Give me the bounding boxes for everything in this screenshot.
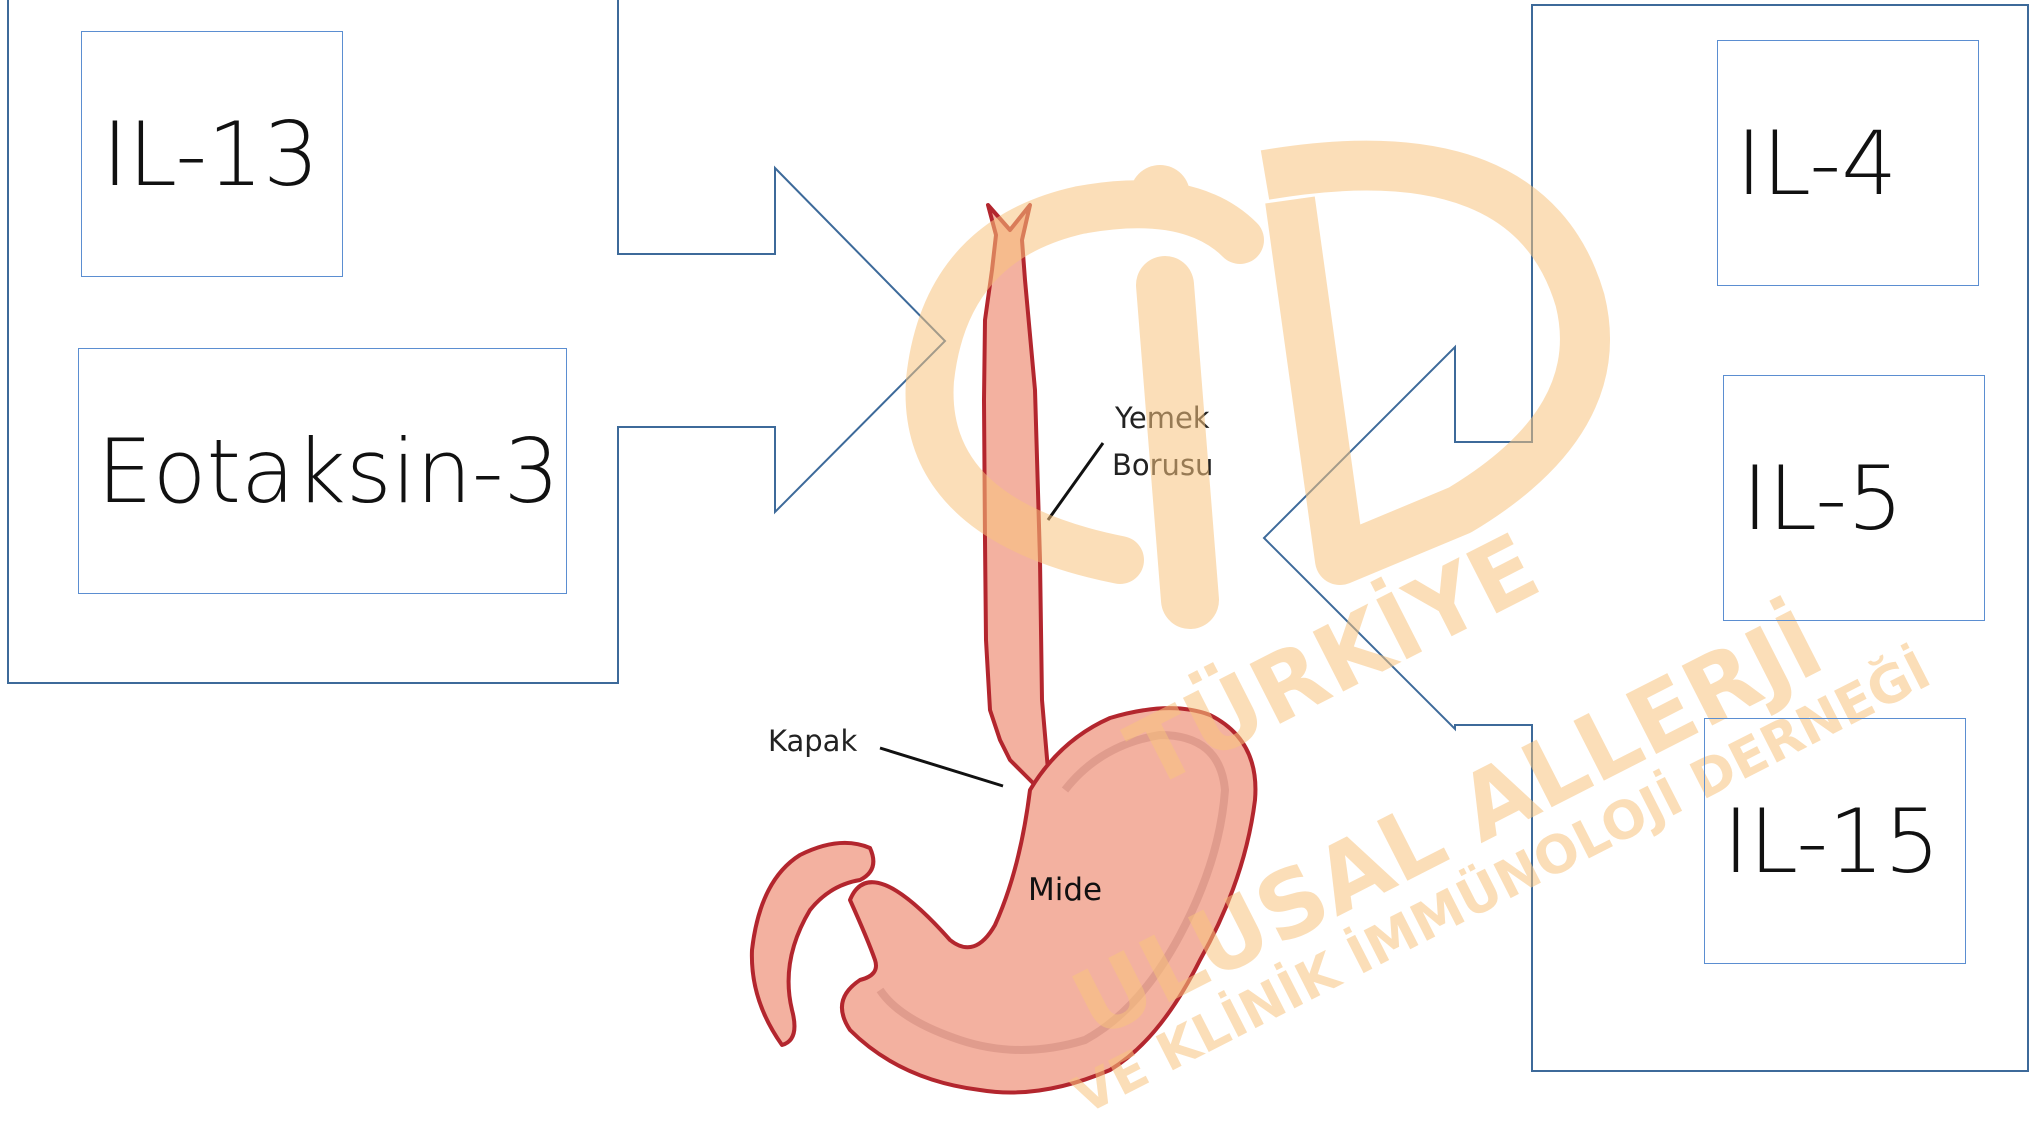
il13-label: IL-13 — [102, 103, 319, 206]
watermark-i-dot — [1130, 165, 1190, 225]
watermark-i-stroke — [1165, 285, 1190, 600]
il5-label: IL-5 — [1742, 447, 1903, 550]
eotaxin3-box: Eotaksin-3 — [78, 348, 567, 594]
il4-box: IL-4 — [1717, 40, 1979, 286]
eotaxin3-label: Eotaksin-3 — [97, 420, 560, 523]
esophagus-leader-line — [1048, 443, 1103, 520]
watermark-logo: TÜRKİYE ULUSAL ALLERJİ VE KLİNİK İMMÜNOL… — [930, 165, 1940, 1127]
il4-label: IL-4 — [1736, 112, 1897, 215]
valve-leader-line — [880, 748, 1003, 786]
stomach-label: Mide — [1028, 872, 1102, 908]
il5-box: IL-5 — [1723, 375, 1985, 621]
valve-label: Kapak — [768, 724, 857, 758]
watermark-d-shape — [1265, 166, 1585, 560]
il15-box: IL-15 — [1704, 718, 1966, 964]
il13-box: IL-13 — [81, 31, 343, 277]
il15-label: IL-15 — [1723, 790, 1940, 893]
